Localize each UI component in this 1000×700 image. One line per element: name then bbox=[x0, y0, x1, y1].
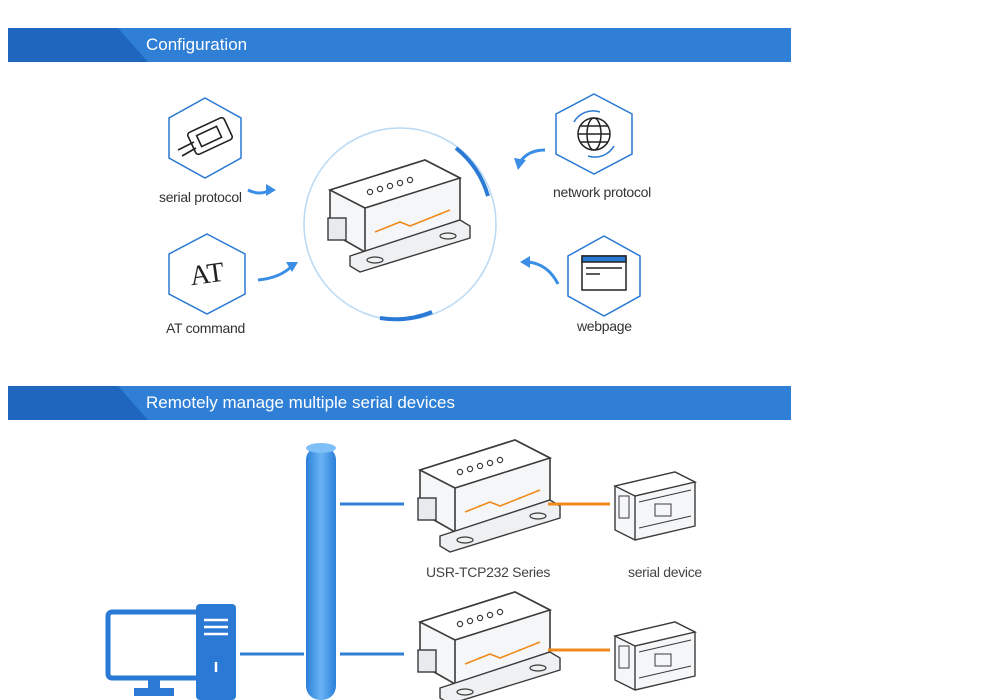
network-protocol-label: network protocol bbox=[553, 184, 651, 200]
at-command-label: AT command bbox=[166, 320, 245, 336]
network-pipe bbox=[306, 446, 336, 700]
at-command-icon: AT bbox=[188, 257, 226, 292]
configuration-title: Configuration bbox=[146, 35, 248, 54]
at-command-hex: AT bbox=[168, 233, 246, 315]
pc-icon bbox=[105, 604, 236, 700]
configuration-banner: Configuration bbox=[8, 28, 791, 62]
serial-protocol-hex bbox=[168, 97, 242, 179]
webpage-hex bbox=[567, 235, 641, 317]
serial-protocol-label: serial protocol bbox=[159, 189, 242, 205]
webpage-icon bbox=[581, 255, 627, 291]
arrow-at bbox=[257, 262, 298, 282]
usr-device-2 bbox=[417, 591, 561, 700]
serial-device-1 bbox=[614, 471, 696, 541]
usr-device-1 bbox=[417, 439, 561, 553]
remote-manage-banner: Remotely manage multiple serial devices bbox=[8, 386, 791, 420]
arrow-serial bbox=[247, 184, 276, 196]
webpage-label: webpage bbox=[577, 318, 632, 334]
globe-icon bbox=[573, 110, 615, 158]
usr-device-caption: USR-TCP232 Series bbox=[426, 564, 551, 580]
arrow-network bbox=[514, 148, 546, 170]
serial-device-2 bbox=[614, 621, 696, 691]
arrow-webpage bbox=[520, 256, 560, 285]
remote-manage-title: Remotely manage multiple serial devices bbox=[146, 393, 455, 412]
serial-device-caption: serial device bbox=[628, 564, 702, 580]
serial-connector-icon bbox=[177, 116, 234, 157]
network-protocol-hex bbox=[555, 93, 633, 175]
